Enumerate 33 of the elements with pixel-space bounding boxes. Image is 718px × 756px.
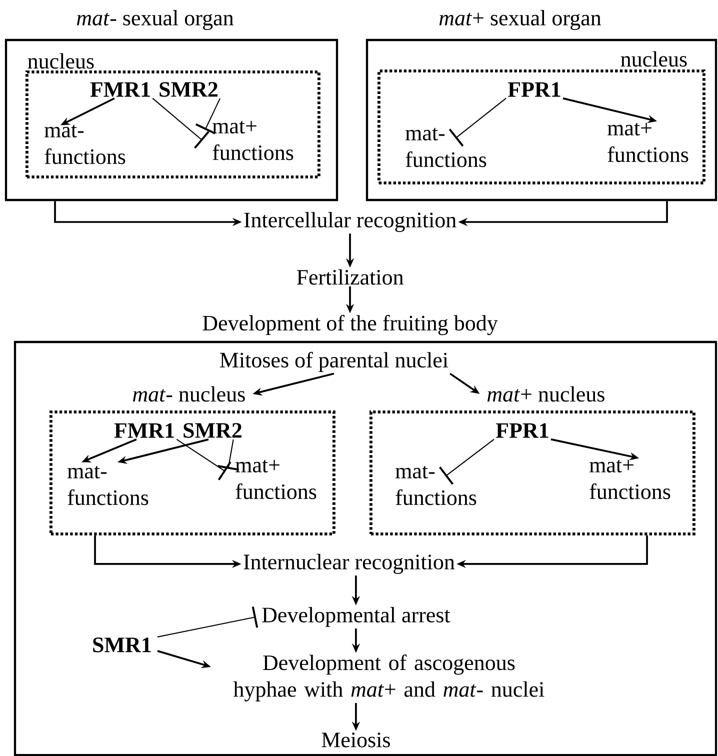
- function-label: mat- functions: [406, 128, 486, 168]
- process-label: Fertilization: [296, 269, 404, 285]
- gene-label: FPR1: [496, 423, 548, 438]
- gene-label: SMR1: [93, 638, 151, 652]
- box-heading: nucleus: [620, 51, 687, 67]
- inhibition-line: [439, 438, 494, 485]
- box-heading: mat+ sexual organ: [439, 10, 602, 30]
- function-label: mat- functions: [396, 466, 476, 506]
- gene-label: FMR1: [90, 82, 150, 97]
- gene-label: SMR2: [160, 82, 218, 97]
- process-label: Mitoses of parental nuclei: [220, 352, 448, 372]
- gene-label: SMR2: [184, 423, 242, 438]
- gene-label: FPR1: [508, 82, 560, 97]
- process-label: Developmental arrest: [262, 606, 450, 627]
- function-label: mat+ functions: [590, 460, 670, 500]
- box-heading: mat- sexual organ: [76, 10, 234, 30]
- function-label: mat+ functions: [236, 460, 316, 500]
- inhibition-line: [196, 98, 220, 134]
- function-label: mat- functions: [68, 466, 148, 506]
- process-label: Meiosis: [322, 732, 390, 748]
- box-heading: nucleus: [28, 53, 94, 69]
- inhibition-line: [176, 438, 232, 480]
- function-label: mat- functions: [44, 124, 126, 164]
- box-heading: mat+ nucleus: [487, 386, 604, 402]
- box-heading: mat- nucleus: [133, 386, 245, 402]
- inhibition-line: [218, 439, 239, 471]
- function-label: mat+ functions: [212, 120, 294, 160]
- process-label: Development of ascogenous hyphae with mat+ and mat- nuclei: [233, 654, 544, 702]
- gene-label: FMR1: [114, 423, 174, 438]
- process-label: Internuclear recognition: [244, 554, 455, 574]
- box-heading: Development of the fruiting body: [202, 314, 498, 336]
- process-label: Intercellular recognition: [244, 212, 456, 232]
- function-label: mat+ functions: [608, 122, 688, 162]
